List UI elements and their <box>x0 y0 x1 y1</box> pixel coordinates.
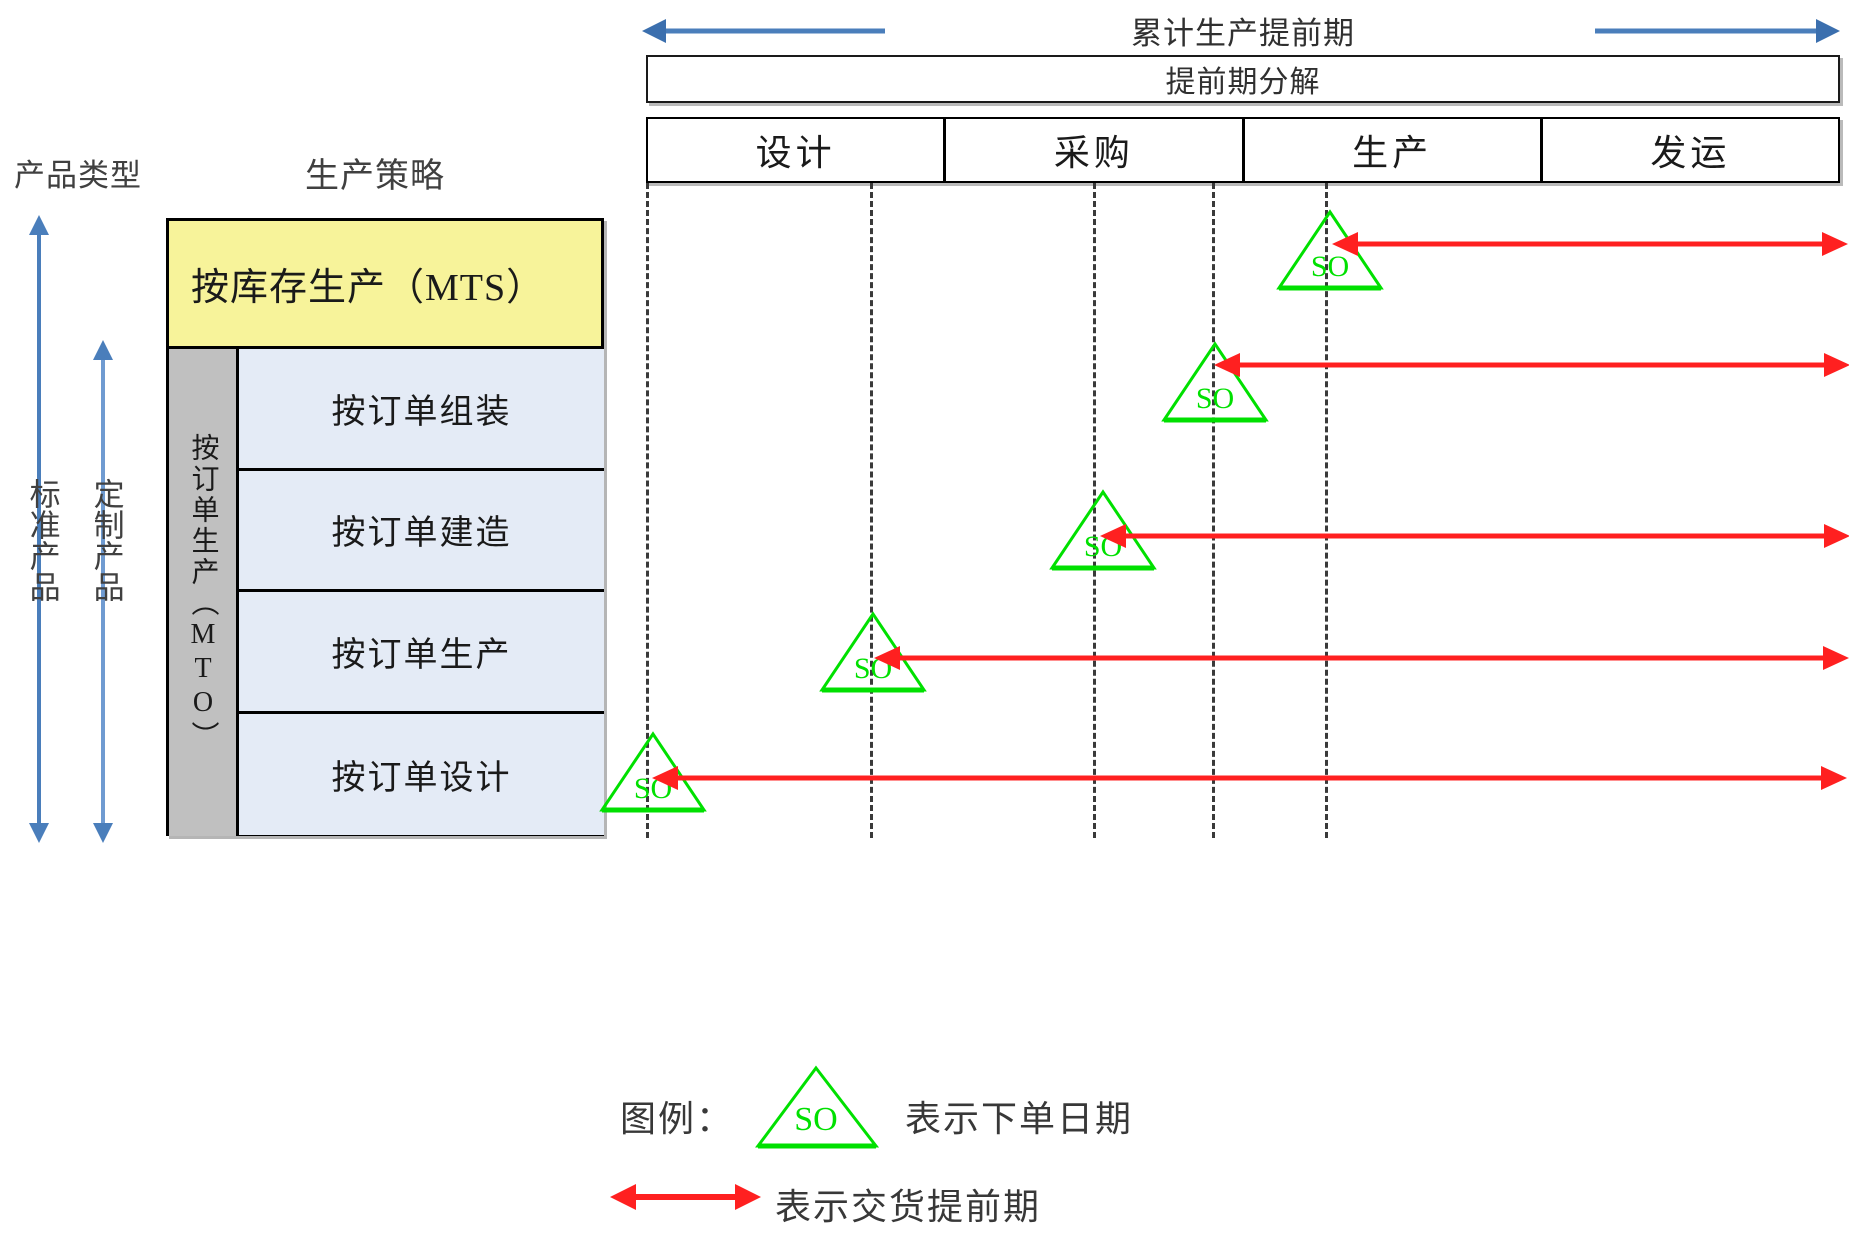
legend-marker-text: 表示下单日期 <box>905 1099 1134 1139</box>
cumulative-left-arrow <box>642 19 885 43</box>
strategy-row-bto-label: 按订单建造 <box>331 515 512 553</box>
gridline-design-end <box>870 183 873 838</box>
legend-arrow-text: 表示交货提前期 <box>775 1187 1042 1227</box>
standard-products-text: 标准产品 <box>24 478 60 602</box>
leadtime-arrow-bto <box>1100 524 1849 548</box>
gridline-procurement-end <box>1093 183 1096 838</box>
stage-cell-procurement[interactable]: 采购 <box>946 119 1245 181</box>
leadtime-arrow-eto <box>652 766 1847 790</box>
strategy-row-ato[interactable]: 按订单组装 <box>239 349 604 471</box>
custom-products-label: 定制产品 <box>84 478 128 609</box>
legend-so-marker-icon: SO <box>755 1065 880 1149</box>
gridline-production-end <box>1325 183 1328 838</box>
legend-title: 图例： <box>620 1099 735 1139</box>
strategy-row-mts-label: 按库存生产（MTS） <box>191 267 546 309</box>
stage-label-shipping: 发运 <box>1650 133 1731 173</box>
custom-products-text: 定制产品 <box>88 478 124 602</box>
stage-header-row: 设计 采购 生产 发运 <box>646 117 1840 183</box>
standard-products-axis-arrow <box>29 215 49 843</box>
stage-label-production: 生产 <box>1352 133 1433 173</box>
strategy-row-eto-label: 按订单设计 <box>331 759 512 797</box>
stage-label-procurement: 采购 <box>1053 133 1134 173</box>
legend-leadtime-arrow-icon <box>610 1184 761 1210</box>
mto-group-text: 按订单生产（MTO） <box>187 433 219 752</box>
strategy-row-bto[interactable]: 按订单建造 <box>239 470 604 592</box>
mto-group-label: 按订单生产（MTO） <box>169 349 239 836</box>
svg-text:SO: SO <box>1196 382 1234 415</box>
leadtime-breakdown-bar: 提前期分解 <box>646 55 1840 103</box>
strategy-title: 生产策略 <box>305 158 445 195</box>
stage-cell-design[interactable]: 设计 <box>648 119 947 181</box>
leadtime-breakdown-label: 提前期分解 <box>1165 66 1321 99</box>
cumulative-leadtime-label: 累计生产提前期 <box>1131 16 1355 51</box>
strategy-row-mto-label: 按订单生产 <box>331 636 512 674</box>
stage-label-design: 设计 <box>755 133 836 173</box>
standard-products-label: 标准产品 <box>20 478 64 609</box>
strategy-row-eto[interactable]: 按订单设计 <box>239 713 604 835</box>
strategy-table: 按库存生产（MTS） 按订单生产（MTO） 按订单组装 按订单建造 按订单生产 … <box>166 218 604 836</box>
svg-text:SO: SO <box>1311 250 1349 283</box>
mto-row-list: 按订单组装 按订单建造 按订单生产 按订单设计 <box>239 349 604 836</box>
gridline-start <box>646 183 649 838</box>
cumulative-right-arrow <box>1595 19 1840 43</box>
custom-products-axis-arrow <box>93 340 113 843</box>
stage-cell-production[interactable]: 生产 <box>1245 119 1543 181</box>
product-type-axis-label: 产品类型 <box>14 158 142 193</box>
leadtime-arrow-mts <box>1332 232 1848 256</box>
stage-cell-shipping[interactable]: 发运 <box>1543 119 1838 181</box>
gridline-production-mid <box>1212 183 1215 838</box>
leadtime-arrow-ato <box>1214 353 1849 377</box>
strategy-row-mts[interactable]: 按库存生产（MTS） <box>169 221 601 349</box>
svg-text:SO: SO <box>794 1101 837 1138</box>
strategy-row-mto[interactable]: 按订单生产 <box>239 592 604 714</box>
leadtime-arrow-mto <box>874 646 1849 670</box>
so-marker-ato[interactable]: SO <box>1160 340 1270 425</box>
strategy-row-ato-label: 按订单组装 <box>331 393 512 431</box>
